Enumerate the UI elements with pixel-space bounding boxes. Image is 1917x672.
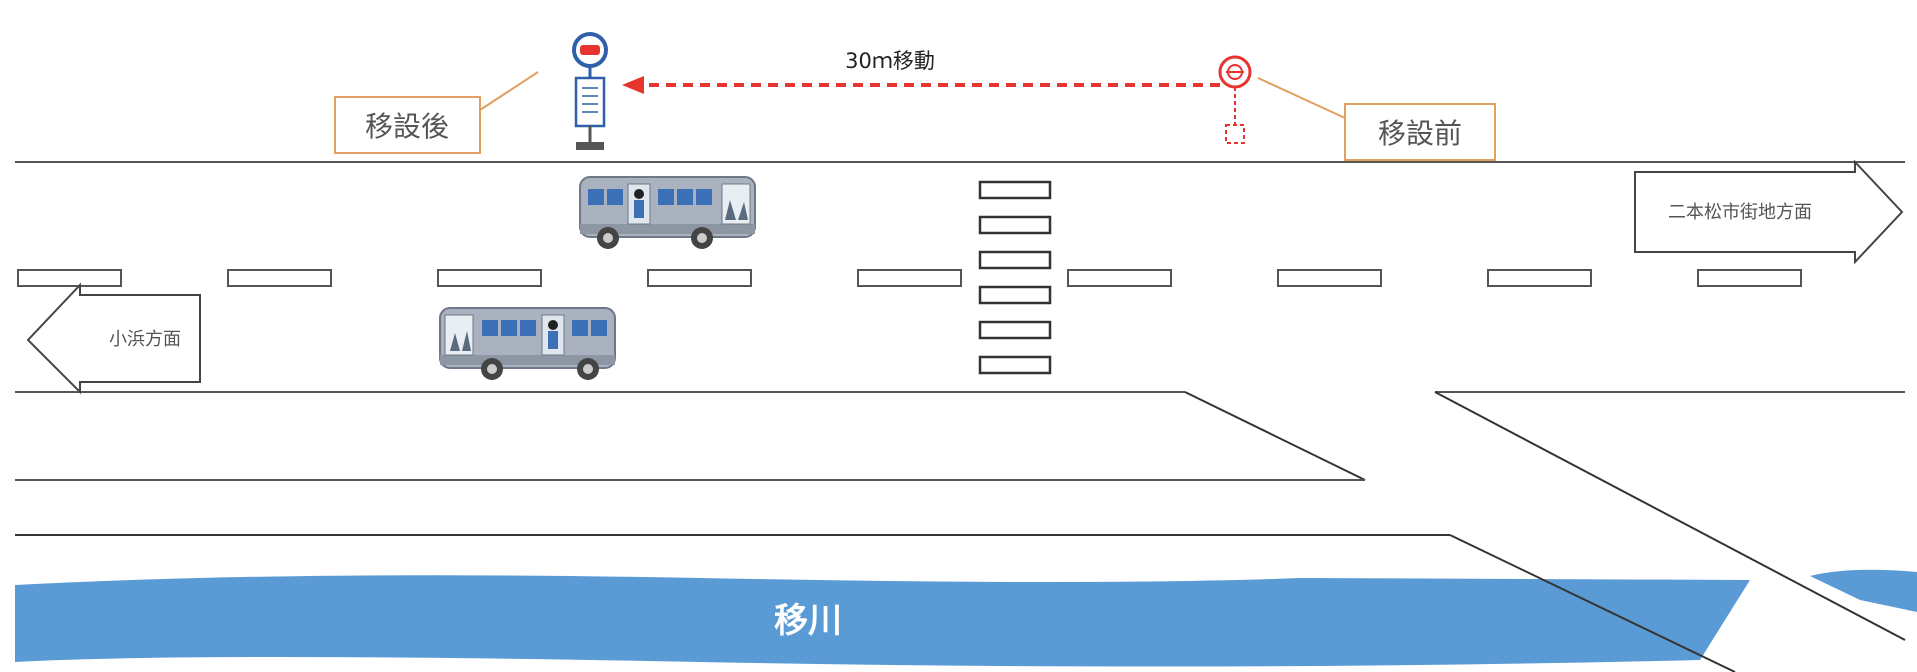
bus-stop-old-icon bbox=[1218, 55, 1252, 144]
callout-after-leader bbox=[479, 71, 539, 111]
callout-before-label: 移設前 bbox=[1378, 117, 1462, 150]
crosswalk-icon bbox=[978, 180, 1052, 375]
river-right-fragment bbox=[1810, 569, 1917, 612]
embankment-diagonal bbox=[1449, 534, 1736, 672]
callout-after-box bbox=[334, 96, 481, 154]
callout-before-leader bbox=[1257, 77, 1346, 119]
direction-right-label: 二本松市街地方面 bbox=[1668, 202, 1812, 223]
direction-arrow-left: 小浜方面 bbox=[26, 282, 201, 395]
callout-before-box bbox=[1344, 103, 1496, 161]
direction-arrow-right: 二本松市街地方面 bbox=[1634, 159, 1904, 265]
direction-left-label: 小浜方面 bbox=[109, 329, 181, 350]
lane-dashes bbox=[17, 269, 1802, 287]
bus-icon bbox=[579, 176, 756, 249]
river bbox=[15, 575, 1750, 667]
river-label: 移川 bbox=[774, 601, 842, 641]
side-road-edge-1 bbox=[1184, 391, 1366, 481]
bus-stop-new-icon bbox=[572, 32, 608, 150]
move-arrow bbox=[622, 76, 1220, 94]
side-road-edge-2 bbox=[1434, 391, 1906, 641]
bus-icon bbox=[439, 307, 616, 380]
callout-after-label: 移設後 bbox=[365, 110, 449, 143]
move-distance-label: 30ｍ移動 bbox=[845, 49, 935, 73]
